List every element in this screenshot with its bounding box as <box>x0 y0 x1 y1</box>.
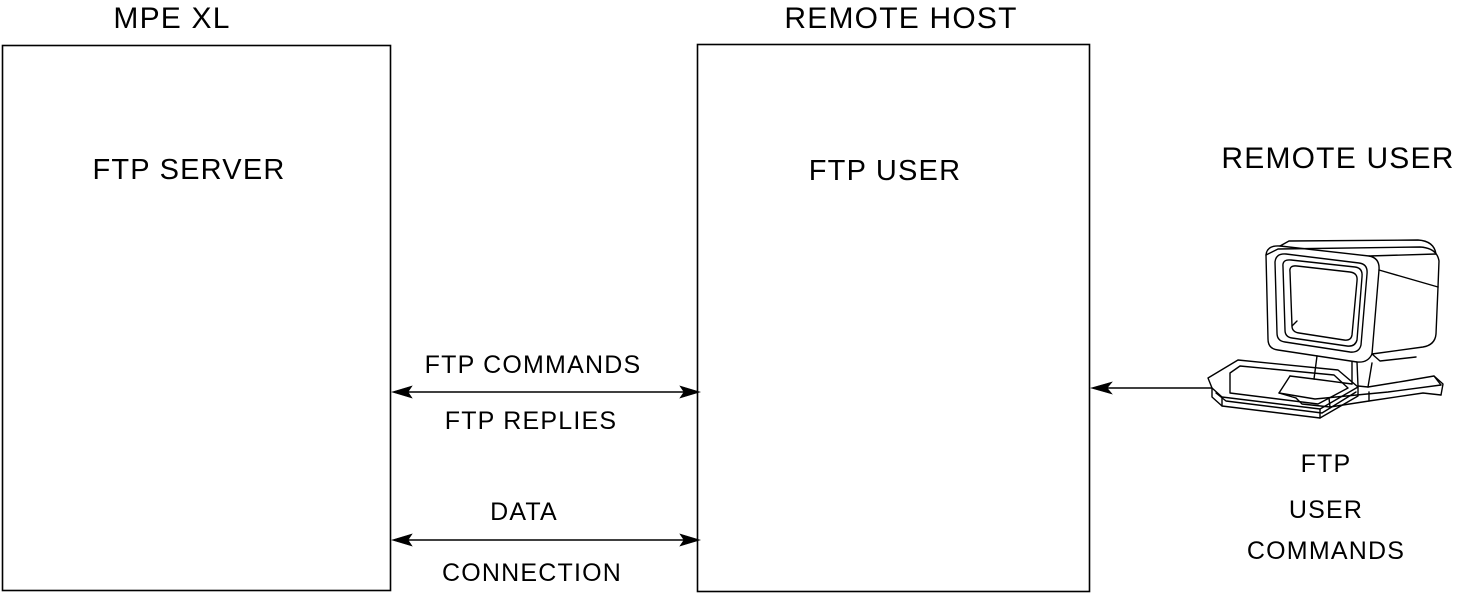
title-remote-host: REMOTE HOST <box>784 2 1017 35</box>
terminal-caption-line-1: FTP <box>1301 450 1352 478</box>
arrow-head-left <box>1089 381 1113 395</box>
arrow-head-right <box>679 533 702 547</box>
arrow-head-left <box>390 385 413 399</box>
terminal-caption-line-3: COMMANDS <box>1247 537 1405 565</box>
box-label-ftp-server: FTP SERVER <box>92 154 285 186</box>
user-input-arrow <box>1089 381 1212 395</box>
data-connection-arrow <box>390 533 702 547</box>
terminal-caption-line-2: USER <box>1289 496 1363 524</box>
label-ftp-replies: FTP REPLIES <box>445 407 618 435</box>
control-connection-arrow <box>390 385 702 399</box>
crt-terminal-icon <box>1207 239 1444 419</box>
title-remote-user: REMOTE USER <box>1221 142 1454 175</box>
box-ftp-server <box>1 44 392 592</box>
label-ftp-commands: FTP COMMANDS <box>425 351 642 379</box>
box-label-ftp-user: FTP USER <box>809 155 961 187</box>
arrow-head-right <box>679 385 702 399</box>
box-ftp-user <box>696 43 1091 593</box>
label-connection: CONNECTION <box>442 559 622 587</box>
arrow-head-left <box>390 533 413 547</box>
title-mpe-xl: MPE XL <box>113 2 230 35</box>
label-data: DATA <box>490 498 558 526</box>
